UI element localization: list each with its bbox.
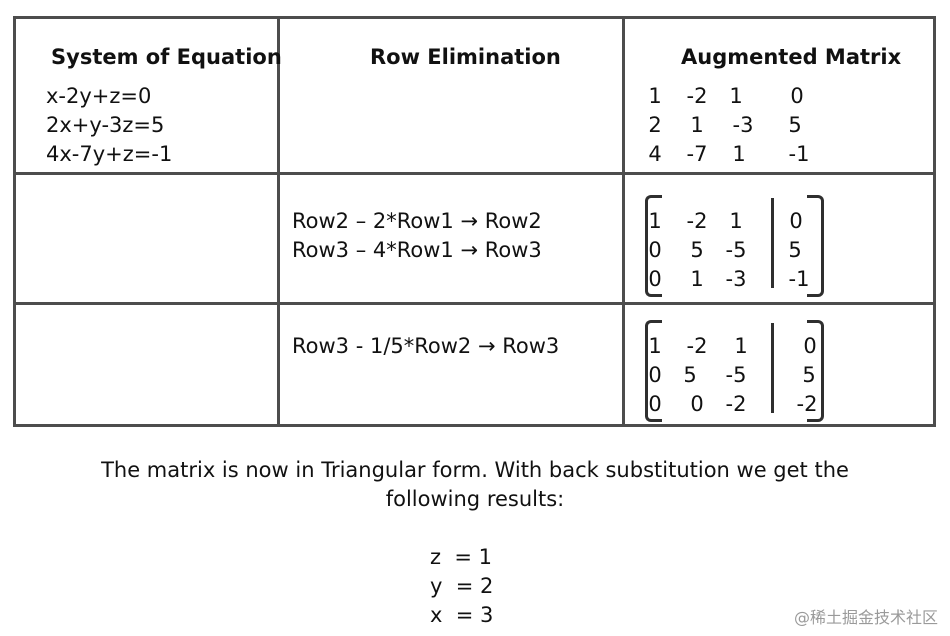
matrix-cell: -2 [725,392,747,416]
table-right-border [933,16,936,427]
matrix-cell: 1 [648,84,662,108]
left-bracket [645,320,662,422]
matrix-cell: -2 [686,209,708,233]
matrix-cell: 5 [802,363,816,387]
table-top-border [13,16,936,19]
matrix-cell: -5 [725,363,747,387]
header-augmented-matrix: Augmented Matrix [681,45,902,69]
matrix-cell: 1 [648,334,662,358]
matrix-cell: -5 [725,238,747,262]
matrix-cell: -2 [686,84,708,108]
matrix-cell: -2 [796,392,818,416]
matrix-cell: 0 [690,392,704,416]
matrix-cell: 5 [690,238,704,262]
augment-divider [771,198,774,288]
table-column-divider-1 [277,16,280,427]
matrix-cell: 4 [648,142,662,166]
equation-1: x-2y+z=0 [46,84,152,108]
matrix-cell: -3 [725,267,747,291]
matrix-cell: 0 [648,363,662,387]
right-bracket [807,195,824,297]
matrix-cell: 2 [648,113,662,137]
result-x: x = 3 [430,603,494,627]
matrix-cell: 5 [788,238,802,262]
matrix-cell: 0 [648,392,662,416]
table-bottom-border [13,424,936,427]
matrix-cell: 1 [729,84,743,108]
summary-line-2: following results: [385,487,565,511]
matrix-cell: 1 [734,334,748,358]
matrix-cell: 1 [648,209,662,233]
matrix-cell: 1 [732,142,746,166]
summary-line-1: The matrix is now in Triangular form. Wi… [101,458,849,482]
watermark: @稀土掘金技术社区 [793,608,938,627]
header-system-of-equation: System of Equation [51,45,282,69]
matrix-cell: 0 [803,334,817,358]
matrix-cell: 0 [648,238,662,262]
table-divider-1 [13,172,936,175]
augment-divider [771,323,774,413]
table-divider-2 [13,302,936,305]
table-left-border [13,16,16,427]
row-operation-3: Row3 - 1/5*Row2 → Row3 [292,334,560,358]
matrix-cell: 5 [788,113,802,137]
matrix-cell: -3 [732,113,754,137]
row-operation-1: Row2 – 2*Row1 → Row2 [292,209,542,233]
matrix-cell: -1 [788,142,810,166]
header-row-elimination: Row Elimination [370,45,561,69]
equation-3: 4x-7y+z=-1 [46,142,173,166]
matrix-cell: -2 [686,334,708,358]
equation-2: 2x+y-3z=5 [46,113,165,137]
matrix-cell: 0 [790,84,804,108]
matrix-cell: 1 [690,113,704,137]
right-bracket [807,320,824,422]
matrix-cell: 0 [789,209,803,233]
matrix-cell: -7 [686,142,708,166]
row-operation-2: Row3 – 4*Row1 → Row3 [292,238,542,262]
table-column-divider-2 [622,16,625,427]
matrix-cell: 1 [690,267,704,291]
matrix-cell: 1 [729,209,743,233]
elimination-table [13,16,936,427]
result-y: y = 2 [430,574,494,598]
matrix-cell: 5 [683,363,697,387]
result-z: z = 1 [430,545,493,569]
left-bracket [645,195,662,297]
matrix-cell: -1 [788,267,810,291]
matrix-cell: 0 [648,267,662,291]
